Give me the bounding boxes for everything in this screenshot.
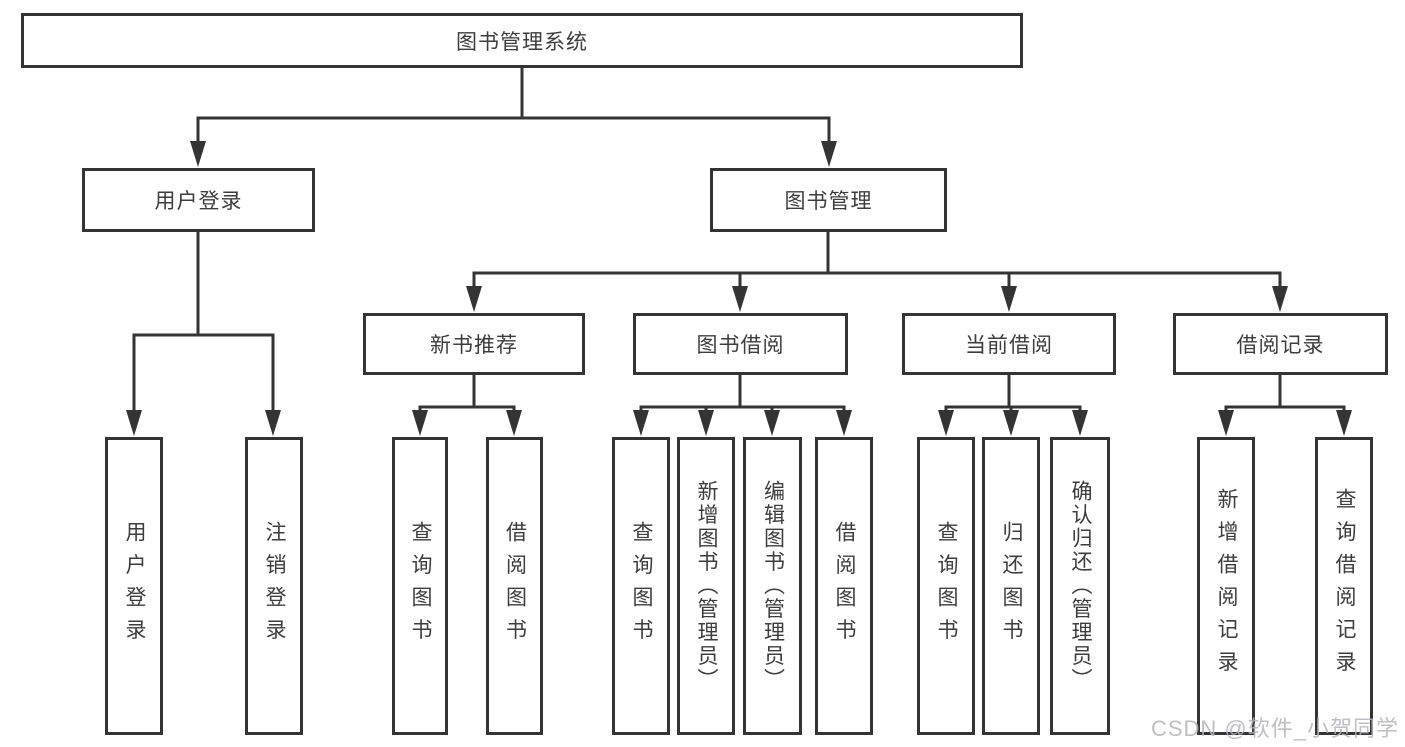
- node-root-system: 图书管理系统: [21, 13, 1023, 68]
- leaf-confirm-return-admin: 确认归还（管理员）: [1050, 437, 1110, 735]
- leaf-query-books-borrow: 查询图书: [612, 437, 670, 735]
- node-current-borrow: 当前借阅: [902, 313, 1116, 375]
- arrowheads: [126, 141, 1352, 436]
- node-book-management: 图书管理: [710, 168, 947, 232]
- leaf-logout: 注销登录: [245, 437, 303, 735]
- leaf-borrow-books-recommend: 借阅图书: [486, 437, 543, 735]
- node-book-borrow: 图书借阅: [633, 313, 848, 375]
- csdn-watermark: CSDN @软件_小贺同学: [1150, 716, 1399, 741]
- node-user-login: 用户登录: [82, 168, 315, 232]
- node-borrow-records: 借阅记录: [1173, 313, 1388, 375]
- leaf-user-login: 用户登录: [105, 437, 163, 735]
- leaf-add-books-admin: 新增图书（管理员）: [677, 437, 735, 735]
- leaf-borrow-books: 借阅图书: [815, 437, 873, 735]
- leaf-return-books: 归还图书: [982, 437, 1040, 735]
- leaf-query-books-recommend: 查询图书: [392, 437, 448, 735]
- leaf-add-borrow-record: 新增借阅记录: [1197, 437, 1255, 735]
- leaf-edit-books-admin: 编辑图书（管理员）: [743, 437, 802, 735]
- leaf-query-borrow-record: 查询借阅记录: [1315, 437, 1373, 735]
- leaf-query-books-current: 查询图书: [917, 437, 975, 735]
- node-new-book-recommend: 新书推荐: [363, 313, 585, 375]
